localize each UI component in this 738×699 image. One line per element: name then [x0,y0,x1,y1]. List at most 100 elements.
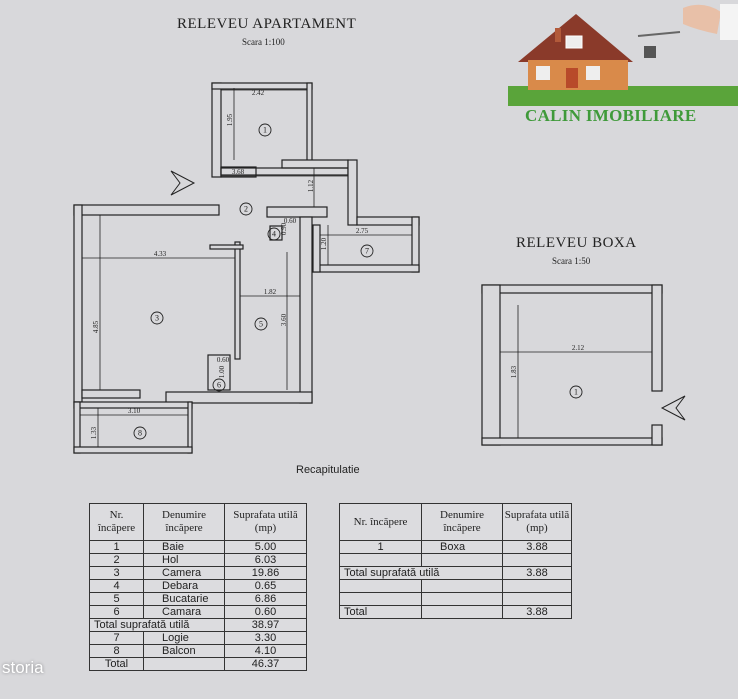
total-label: Total [339,605,422,619]
cell-nr: 4 [89,579,144,593]
dimension-label: 1.20 [320,237,328,250]
total-value: 46.37 [224,657,307,671]
room-number: 4 [272,230,276,239]
room-number: 8 [138,429,142,438]
cell-nr: 1 [339,540,422,554]
watermark-logo: storia [2,658,44,677]
cell-area: 4.10 [224,644,307,658]
cell-name: Camara [143,605,225,619]
dimension-label: 2.42 [252,89,265,97]
cell-name: Camera [143,566,225,580]
empty-row [339,553,572,567]
dimension-label: 4.33 [154,250,167,258]
boxa-title: RELEVEU BOXA [516,235,637,251]
dimension-label: 0.90 [280,222,288,235]
col-header-nr: Nr. încăpere [89,503,144,541]
boxa-scale: Scara 1:50 [552,256,591,266]
dimension-label: 3.10 [128,407,141,415]
plan-title: RELEVEU APARTAMENT [177,16,357,32]
entry-arrow-icon [170,170,196,196]
house-logo-icon [508,4,738,106]
cell-area: 3.30 [224,631,307,645]
total-value: 3.88 [502,605,572,619]
logo: CALIN IMOBILIARE [508,0,738,130]
boxa-dimension-label: 2.12 [572,344,585,352]
col-header-name: Denumire încăpere [421,503,503,541]
cell-name: Boxa [421,540,503,554]
cell-nr: 7 [89,631,144,645]
room-number-circles [133,123,583,440]
room-number: 5 [259,320,263,329]
empty-row [339,579,572,593]
dimension-label: 1.82 [264,288,277,296]
subtotal-label: Total suprafată utilă [89,618,225,632]
cell-area: 5.00 [224,540,307,554]
subtotal-label: Total suprafată utilă [339,566,503,580]
cell-name: Baie [143,540,225,554]
cell-nr: 1 [89,540,144,554]
col-header-area: Suprafata utilă (mp) [224,503,307,541]
walls [73,82,663,454]
subtotal-value: 38.97 [224,618,307,632]
total-row: Total 46.37 [89,657,307,671]
cell-nr: 5 [89,592,144,606]
dimension-label: 1.95 [226,113,234,126]
brand-name: CALIN IMOBILIARE [525,106,697,125]
boxa-area-table: Nr. încăpere Denumire încăpere Suprafata… [339,503,572,619]
plan-scale: Scara 1:100 [242,37,285,47]
cell-name: Logie [143,631,225,645]
dimension-label: 1.00 [218,365,226,378]
cell-nr: 2 [89,553,144,567]
subtotal-value: 3.88 [502,566,572,580]
dimension-label: 3.68 [232,168,245,176]
room-number: 6 [217,381,221,390]
room-number: 3 [155,314,159,323]
cell-area: 3.88 [502,540,572,554]
cell-name: Debara [143,579,225,593]
boxa-room-number: 1 [574,388,578,397]
recap-heading: Recapitulatie [296,464,360,476]
apartment-area-table: Nr. încăpere Denumire încăpere Suprafata… [89,503,307,671]
empty-row [339,592,572,606]
cell-name: Balcon [143,644,225,658]
empty-cell [421,605,503,619]
dimension-label: 1.33 [90,426,98,439]
empty-cell [143,657,225,671]
col-header-name: Denumire încăpere [143,503,225,541]
total-label: Total [89,657,144,671]
room-number: 7 [365,247,369,256]
room-number: 1 [263,126,267,135]
boxa-dimension-label: 1.83 [510,365,518,378]
dimension-label: 3.60 [280,313,288,326]
cell-area: 0.65 [224,579,307,593]
cell-area: 19.86 [224,566,307,580]
cell-area: 0.60 [224,605,307,619]
col-header-nr: Nr. încăpere [339,503,422,541]
total-row: Total 3.88 [339,605,572,619]
dimension-label: 4.85 [92,320,100,333]
room-number: 2 [244,205,248,214]
cell-area: 6.03 [224,553,307,567]
boxa-entry-arrow-icon [660,395,686,421]
dimension-label: 0.60 [217,356,230,364]
cell-name: Bucatarie [143,592,225,606]
apartment-floor-plan: 1 2 3 4 5 6 7 8 1 2.42 1.95 3.68 1.12 0.… [73,82,686,454]
cell-nr: 3 [89,566,144,580]
dimension-label: 1.12 [307,179,315,192]
cell-nr: 6 [89,605,144,619]
entrance-arrows [170,170,686,421]
cell-area: 6.86 [224,592,307,606]
dimension-lines [80,88,652,447]
cell-name: Hol [143,553,225,567]
